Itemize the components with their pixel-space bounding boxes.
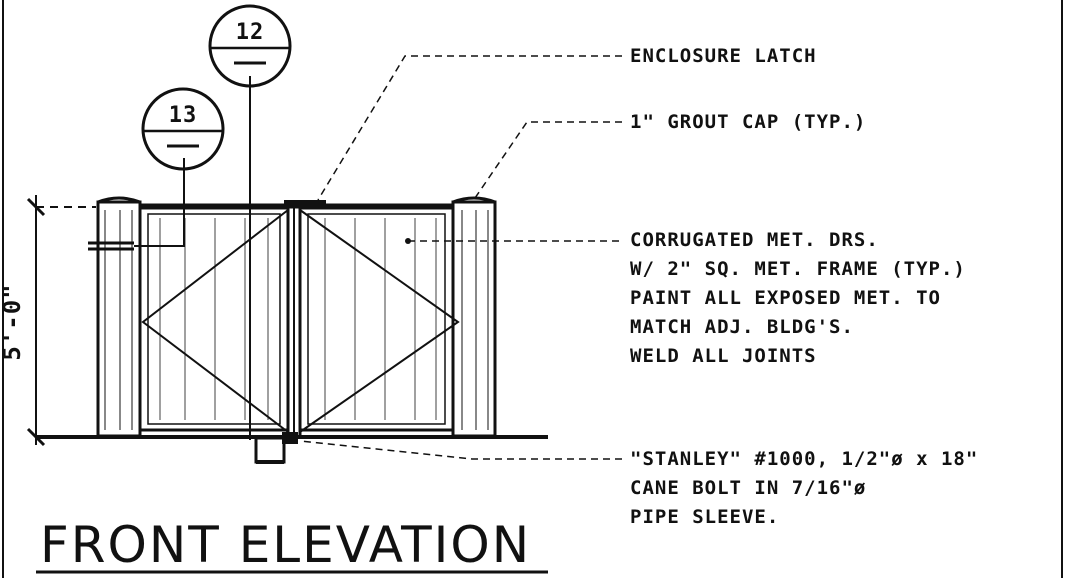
drawing-title-text: FRONT ELEVATION (40, 516, 531, 574)
note-cane-bolt-line-2: CANE BOLT IN 7/16"ø (630, 477, 866, 499)
leader-grout-cap (474, 121, 622, 199)
height-dimension-label: 5'-0" (0, 283, 26, 360)
detail-tag-12-number: 12 (236, 20, 265, 45)
note-grout-cap: 1" GROUT CAP (TYP.) (630, 111, 866, 133)
note-corrugated-line-2: W/ 2" SQ. MET. FRAME (TYP.) (630, 258, 966, 280)
note-cane-bolt-line-3: PIPE SLEEVE. (630, 506, 779, 528)
grout-cap-left (97, 196, 141, 204)
note-corrugated-line-3: PAINT ALL EXPOSED MET. TO (630, 287, 941, 309)
leader-cane-bolt (299, 440, 622, 460)
note-corrugated-line-4: MATCH ADJ. BLDG'S. (630, 316, 854, 338)
detail-tag-12: 12 (208, 4, 292, 440)
right-post (451, 200, 497, 438)
left-post (96, 200, 142, 438)
note-enclosure-latch: ENCLOSURE LATCH (630, 45, 817, 67)
detail-tag-13-number: 13 (169, 103, 198, 128)
leader-lines (299, 55, 622, 460)
note-cane-bolt: "STANLEY" #1000, 1/2"ø x 18" CANE BOLT I… (630, 448, 978, 528)
note-corrugated-doors: CORRUGATED MET. DRS. W/ 2" SQ. MET. FRAM… (630, 229, 966, 367)
center-stiles (286, 206, 302, 438)
left-gate-leaf (138, 206, 290, 433)
grout-cap-right (452, 196, 496, 204)
leader-enclosure-latch (317, 55, 622, 201)
detail-tag-13: 13 (88, 87, 225, 251)
note-enclosure-latch-line-1: ENCLOSURE LATCH (630, 45, 817, 67)
note-corrugated-line-1: CORRUGATED MET. DRS. (630, 229, 879, 251)
enclosure-latch (284, 200, 326, 207)
note-corrugated-line-5: WELD ALL JOINTS (630, 345, 817, 367)
height-dimension: 5'-0" (0, 195, 96, 447)
drawing-title: FRONT ELEVATION (36, 516, 548, 574)
note-cane-bolt-line-1: "STANLEY" #1000, 1/2"ø x 18" (630, 448, 978, 470)
note-grout-cap-line-1: 1" GROUT CAP (TYP.) (630, 111, 866, 133)
